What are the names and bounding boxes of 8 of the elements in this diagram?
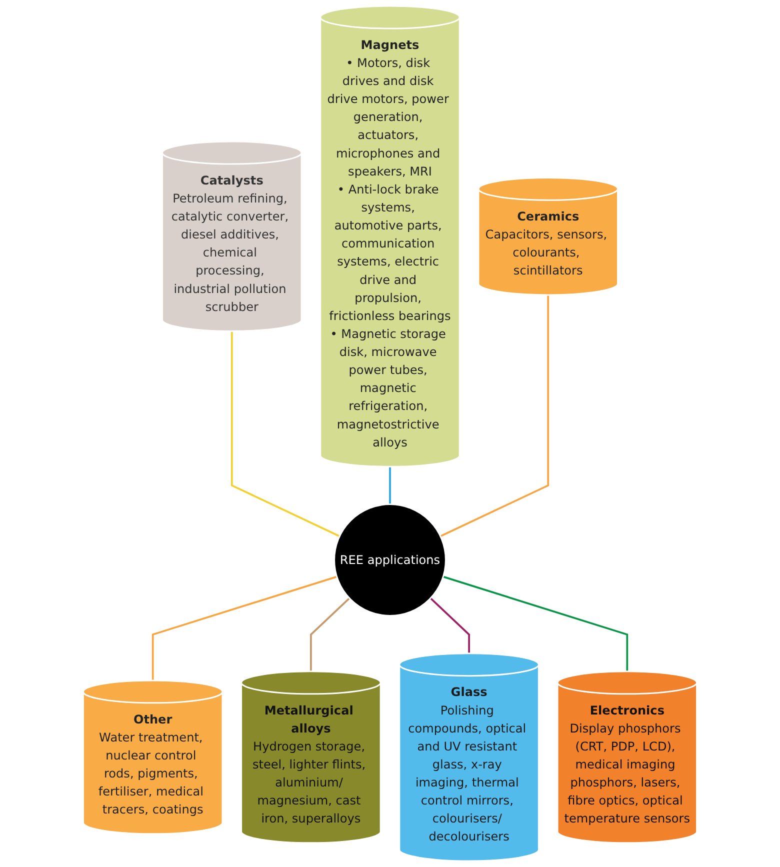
connector [152, 576, 338, 680]
node-circle: REE applications [334, 504, 446, 616]
connector [430, 598, 470, 654]
connector [389, 466, 391, 504]
connector [310, 598, 350, 672]
connector [230, 331, 340, 538]
connector [442, 576, 628, 672]
connector [440, 294, 550, 538]
